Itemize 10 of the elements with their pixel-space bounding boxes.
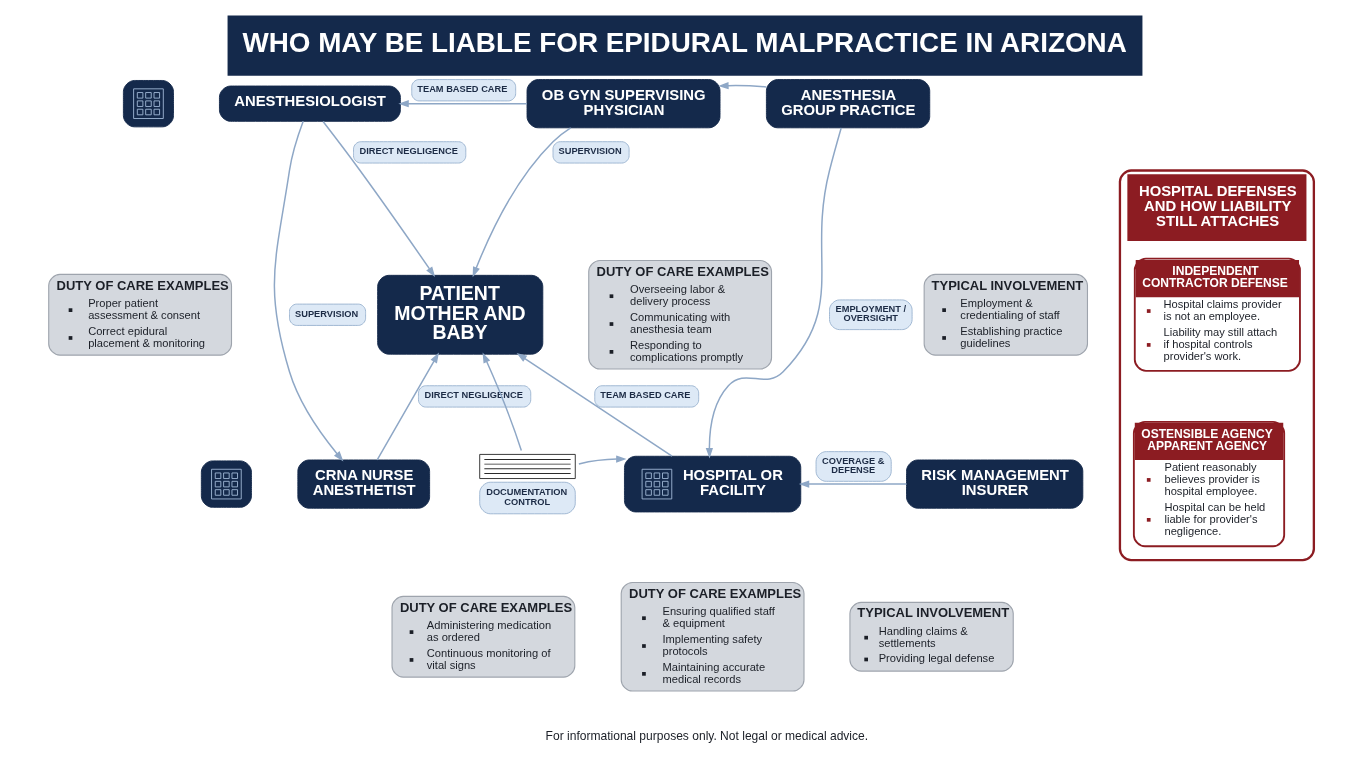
edge-label: DIRECT NEGLIGENCE [359,146,458,157]
edge-label: SUPERVISION [558,146,622,157]
edge-label: SUPERVISION [295,308,359,319]
diagram-title: WHO MAY BE LIABLE FOR EPIDURAL MALPRACTICE IN ARIZONA [242,27,1127,59]
caption: For informational purposes only. Not legal or medical advice. [545,728,869,743]
edge-label: TEAM BASED CARE [600,390,691,401]
edge-label: EMPLOYMENT / OVERSIGHT [835,303,907,324]
edge-label: DIRECT NEGLIGENCE [424,390,523,401]
edge-label: COVERAGE & DEFENSE [822,455,885,475]
edge-label: TEAM BASED CARE [417,84,508,95]
